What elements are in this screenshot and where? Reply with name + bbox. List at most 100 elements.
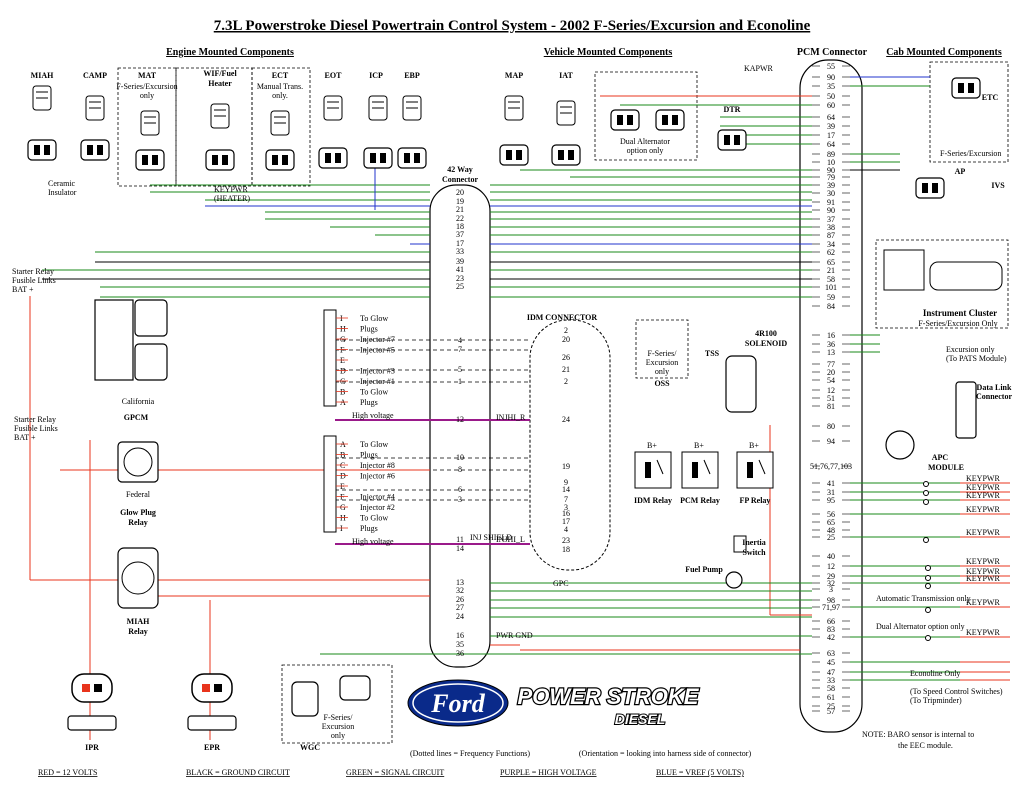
- way42-pin: 16: [456, 631, 464, 640]
- hv-lower: High voltage: [352, 537, 394, 546]
- idm-pin: 24: [562, 415, 570, 424]
- ect-sub-1: Manual Trans.: [257, 82, 303, 91]
- way42-pin: 19: [456, 197, 464, 206]
- etc-label: ETC: [982, 93, 999, 102]
- sensor-pin: [558, 150, 564, 160]
- sensor-connector-0: [27, 139, 57, 161]
- ps-text-2: DIESEL: [615, 711, 666, 727]
- gpcm-body: [94, 299, 134, 381]
- wgc-label: WGC: [300, 743, 320, 752]
- idm-pin: 17: [562, 517, 570, 526]
- inertia-1: Inertia: [742, 538, 766, 547]
- fseries-exc: F-Series/Excursion: [940, 149, 1001, 158]
- ford-logo: Ford: [407, 679, 509, 727]
- mat-label: MAT: [138, 71, 157, 80]
- pcm-pin-tr3a-sig: 64: [827, 140, 835, 149]
- idm-pin: 18: [562, 545, 570, 554]
- glow-pin-A: A: [340, 398, 346, 407]
- engine-header: Engine Mounted Components: [166, 47, 294, 58]
- pcm-header: PCM Connector: [797, 47, 868, 58]
- wgc-connector: [339, 675, 371, 701]
- pcm-pin-vss-: 33: [827, 676, 835, 685]
- california-label: California: [122, 397, 155, 406]
- injshield-label: INJ SHIELD: [470, 533, 512, 542]
- exc-only-1: Excursion only: [946, 345, 995, 354]
- oss-label: OSS: [654, 379, 670, 388]
- sensor-connector-2: [135, 149, 165, 171]
- idm-pin: 7: [564, 495, 568, 504]
- sensor-pin: [506, 150, 512, 160]
- pcm-pin-cpp-manual-: 32: [827, 579, 835, 588]
- sensor-pin: [958, 83, 964, 93]
- idm-pin: 23: [562, 536, 570, 545]
- pr-connector-0: [71, 673, 113, 703]
- r4100-label-1: 4R100: [755, 329, 777, 338]
- auto-trans-only: Automatic Transmission only: [876, 594, 971, 603]
- way42-pin: 8: [458, 465, 462, 474]
- sensor-pin: [627, 115, 633, 125]
- relay-1: [681, 451, 719, 489]
- sensor-pin: [222, 155, 228, 165]
- pcm-pin-acc-automatic-: 41: [827, 479, 835, 488]
- sensor-connector-5: [318, 147, 348, 169]
- starter1-1: Starter Relay: [12, 267, 54, 276]
- wgc-sub-2: Excursion: [322, 722, 354, 731]
- legend-item: GREEN = SIGNAL CIRCUIT: [346, 768, 444, 777]
- dual-alt-only: Dual Alternator option only: [876, 622, 965, 631]
- miah-relay-body: [117, 547, 159, 609]
- pcm-pin-eot-signal: 38: [827, 223, 835, 232]
- glow-label: Plugs: [360, 325, 378, 334]
- pcm-pin-ipr-control-: 66: [827, 617, 835, 626]
- way42-pin: 26: [456, 595, 464, 604]
- way42-pin: 36: [456, 649, 464, 658]
- iat-label: IAT: [559, 71, 573, 80]
- way42-pin: 22: [456, 214, 464, 223]
- glow-label: To Glow: [360, 514, 388, 523]
- pcm-pin-ebp-signal: 30: [827, 189, 835, 198]
- ebp-label: EBP: [404, 71, 420, 80]
- pcm-pin-pto-enable: 42: [827, 633, 835, 642]
- pcm-pin-wgc-control-: 45: [827, 658, 835, 667]
- glow-pin-C: C: [340, 377, 345, 386]
- pcm-pin-vss-: 58: [827, 684, 835, 693]
- glow-label: Injector #1: [360, 377, 395, 386]
- glow-pin-I: I: [340, 524, 343, 533]
- pr-pin: [82, 684, 90, 692]
- glow-pin-F: F: [340, 493, 345, 502]
- glow-pin-D: D: [340, 472, 346, 481]
- 42-way-label-1: 42 Way: [447, 165, 472, 174]
- glow-relay-coil: [123, 447, 153, 477]
- gpc-label: GPC: [553, 579, 569, 588]
- legend-item: RED = 12 VOLTS: [38, 768, 97, 777]
- glow-label: To Glow: [360, 440, 388, 449]
- wires: [29, 76, 1010, 740]
- way42-pin: 24: [456, 612, 464, 621]
- relay-0: [634, 451, 672, 489]
- pcm-pin-oss-control-: 59: [827, 293, 835, 302]
- keypwr-label: KEYPWR: [966, 483, 1000, 492]
- switch-contact-8: [925, 635, 931, 641]
- way42-pin: 27: [456, 603, 464, 612]
- pcm-connector: [799, 59, 863, 733]
- speed-ctrl-2: (To Tripminder): [910, 696, 962, 705]
- sensor-connector-9: [551, 144, 581, 166]
- econoline-only: Econoline Only: [910, 669, 960, 678]
- glow-pin-I: I: [340, 314, 343, 323]
- 42-way-connector: [429, 184, 491, 668]
- glow-label: Injector #8: [360, 461, 395, 470]
- diagram-title: 7.3L Powerstroke Diesel Powertrain Contr…: [214, 18, 811, 34]
- idm-pin: 2: [564, 326, 568, 335]
- pcm-pin-boo: 95: [827, 496, 835, 505]
- switch-contact-3: [923, 499, 929, 505]
- sensor-pin: [370, 153, 376, 163]
- ceramic-1: Ceramic: [48, 179, 76, 188]
- dlc-body: [955, 381, 977, 439]
- ceramic-2: Insulator: [48, 188, 77, 197]
- pcm-pin-signal-return: 91: [827, 198, 835, 207]
- dual-alt-1: Dual Alternator: [620, 137, 670, 146]
- pcm-pin-camp-signal: 21: [827, 266, 835, 275]
- pcm-pin-ap-signal: 89: [827, 150, 835, 159]
- way42-pin: 7: [458, 345, 462, 354]
